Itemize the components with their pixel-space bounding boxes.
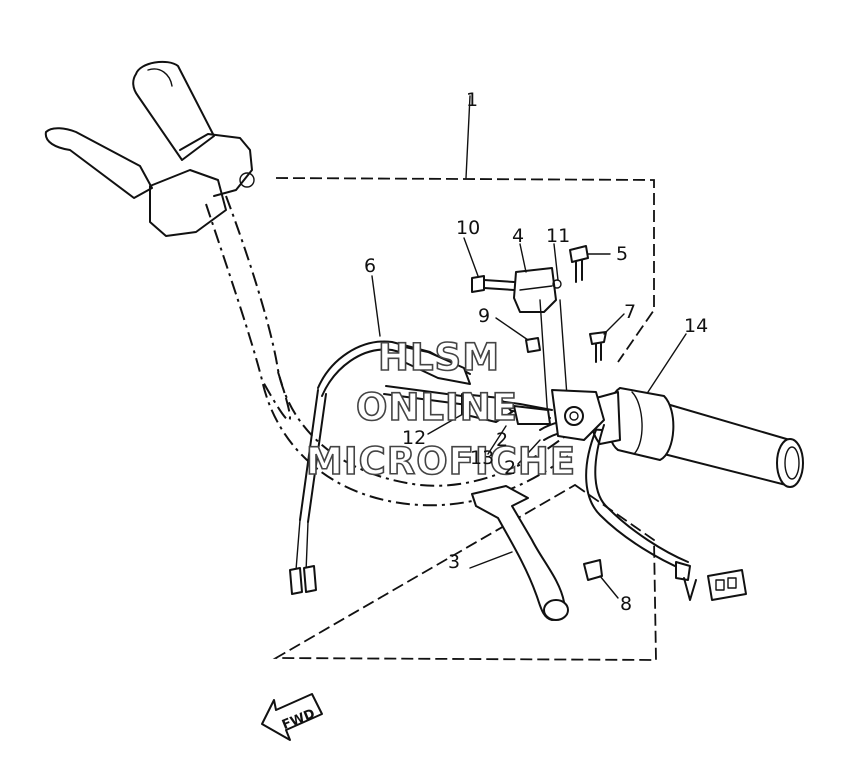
watermark-line-1: HLSM [378, 336, 500, 379]
lever-bracket [551, 389, 605, 441]
callout-labels: 1 6 10 4 11 5 9 7 14 12 13 2 2 3 8 [364, 89, 708, 615]
callout-1: 1 [466, 89, 478, 111]
callout-3: 3 [448, 551, 460, 573]
callout-14: 14 [684, 315, 708, 337]
switch-wire-harness [585, 424, 747, 601]
clutch-cable [289, 340, 471, 595]
watermark-line-3: MICROFICHE [306, 440, 576, 483]
left-grip-assembly [44, 60, 255, 237]
lever-holder [471, 245, 607, 581]
callout-10: 10 [456, 217, 480, 239]
callout-5: 5 [616, 243, 628, 265]
assembly-boundary [272, 177, 657, 661]
watermark: HLSM ONLINE MICROFICHE [305, 335, 576, 484]
leader-lines [371, 95, 687, 599]
watermark-line-2: ONLINE [356, 386, 518, 429]
right-grip-switch [590, 387, 804, 488]
callout-2-upper: 2 [496, 429, 508, 451]
callout-8: 8 [620, 593, 632, 615]
callout-13: 13 [470, 447, 494, 469]
callout-2-lower: 2 [504, 457, 516, 479]
callout-9: 9 [478, 305, 490, 327]
clutch-switch-wiring [383, 385, 603, 441]
callout-12: 12 [402, 427, 426, 449]
callout-7: 7 [624, 301, 636, 323]
clutch-lever [471, 485, 569, 621]
callout-4: 4 [512, 225, 524, 247]
callout-11: 11 [546, 225, 570, 247]
callout-6: 6 [364, 255, 376, 277]
forward-direction-arrow: FWD [261, 693, 323, 741]
